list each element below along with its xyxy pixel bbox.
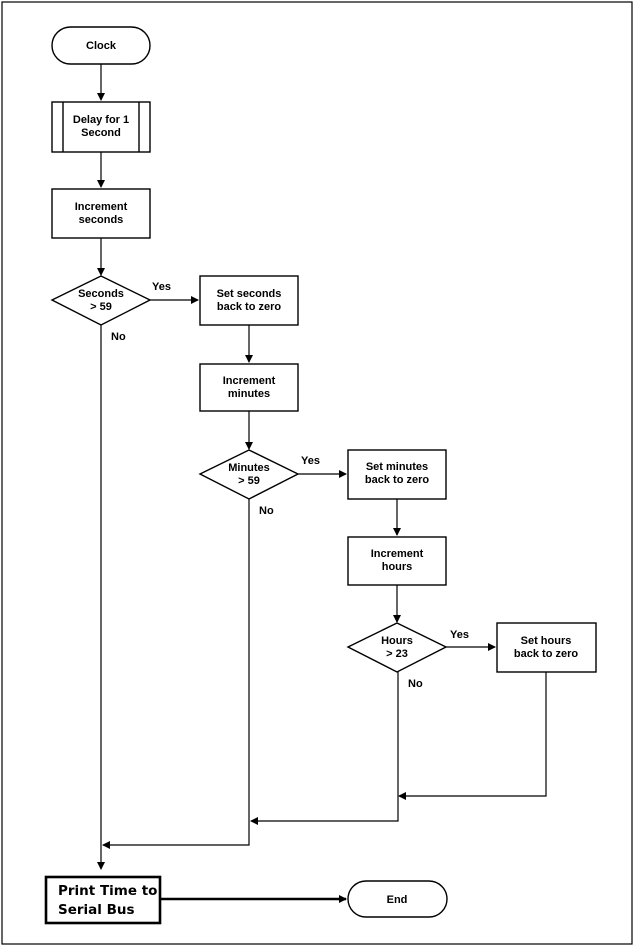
svg-text:Set seconds: Set seconds (217, 288, 282, 300)
svg-text:Increment: Increment (371, 548, 424, 560)
svg-text:Increment: Increment (223, 375, 276, 387)
label-no-hours: No (408, 678, 423, 690)
node-increment-seconds: Increment seconds (51, 188, 151, 239)
edge-hours-no (250, 672, 399, 825)
svg-text:Clock: Clock (86, 40, 117, 52)
node-reset-hours: Set hours back to zero (496, 622, 597, 673)
node-delay: Delay for 1 Second (51, 101, 151, 153)
svg-text:Seconds: Seconds (78, 288, 124, 300)
label-no-minutes: No (259, 505, 274, 517)
svg-text:> 59: > 59 (90, 301, 112, 313)
node-end: End (347, 880, 448, 918)
svg-text:Print Time to: Print Time to (58, 883, 157, 899)
svg-text:Serial Bus: Serial Bus (58, 902, 135, 918)
node-decision-hours: Hours > 23 (346, 622, 448, 673)
node-clock: Clock (51, 26, 151, 65)
label-yes-minutes: Yes (301, 455, 320, 467)
label-yes-hours: Yes (450, 629, 469, 641)
svg-text:hours: hours (382, 561, 413, 573)
edge-reset-hours-return (398, 672, 547, 800)
node-increment-minutes: Increment minutes (199, 363, 299, 412)
svg-text:back to zero: back to zero (365, 474, 429, 486)
edge-minutes-no (102, 499, 250, 849)
node-reset-minutes: Set minutes back to zero (347, 449, 447, 500)
node-reset-seconds: Set seconds back to zero (199, 275, 299, 326)
svg-text:Set minutes: Set minutes (366, 461, 428, 473)
svg-text:Second: Second (81, 127, 121, 139)
svg-text:seconds: seconds (79, 214, 124, 226)
svg-text:> 59: > 59 (238, 475, 260, 487)
svg-text:Increment: Increment (75, 201, 128, 213)
svg-text:back to zero: back to zero (514, 648, 578, 660)
svg-text:> 23: > 23 (386, 648, 408, 660)
svg-text:back to zero: back to zero (217, 301, 281, 313)
node-decision-seconds: Seconds > 59 (50, 275, 152, 326)
node-print-time: Print Time to Serial Bus (44, 875, 162, 925)
svg-text:minutes: minutes (228, 388, 270, 400)
svg-text:Hours: Hours (381, 635, 413, 647)
node-decision-minutes: Minutes > 59 (198, 449, 300, 500)
svg-text:Minutes: Minutes (228, 462, 270, 474)
label-no-seconds: No (111, 331, 126, 343)
svg-text:Delay for 1: Delay for 1 (73, 114, 129, 126)
connectors (97, 64, 547, 903)
svg-text:End: End (387, 894, 408, 906)
node-increment-hours: Increment hours (347, 536, 447, 586)
svg-text:Set hours: Set hours (521, 635, 572, 647)
label-yes-seconds: Yes (152, 281, 171, 293)
